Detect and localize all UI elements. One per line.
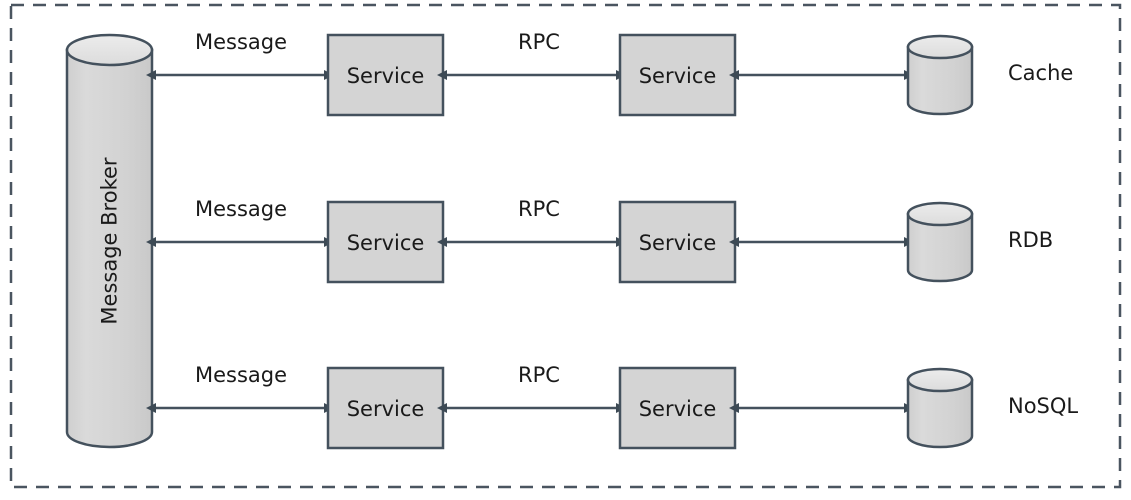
broker-cylinder-top — [65, 33, 154, 67]
edge-label-rpc-3: RPC — [518, 363, 560, 387]
edge-label-rpc-2: RPC — [518, 197, 560, 221]
row-cache: Message Service RPC Service Cache — [146, 30, 1073, 117]
service-b-2-label: Service — [639, 231, 717, 255]
rdb-datastore[interactable] — [906, 201, 974, 283]
broker-cylinder-body — [65, 48, 154, 449]
edge-label-message-2: Message — [195, 197, 287, 221]
system-boundary — [9, 3, 1122, 489]
nosql-cylinder-top — [906, 367, 974, 393]
cache-cylinder-body — [906, 45, 974, 116]
row-rdb: Message Service RPC Service RDB — [146, 197, 1053, 284]
service-a-2-label: Service — [347, 231, 425, 255]
service-b-3-label: Service — [639, 397, 717, 421]
service-b-1-label: Service — [639, 64, 717, 88]
message-broker[interactable]: Message Broker — [65, 33, 154, 449]
edge-label-message-1: Message — [195, 30, 287, 54]
cache-label: Cache — [1008, 61, 1073, 85]
edge-label-message-3: Message — [195, 363, 287, 387]
nosql-datastore[interactable] — [906, 367, 974, 449]
service-box-a-2[interactable] — [326, 200, 445, 284]
cache-cylinder-top — [906, 34, 974, 60]
rdb-label: RDB — [1008, 228, 1053, 252]
row-nosql: Message Service RPC Service NoSQL — [146, 363, 1078, 450]
cache-datastore[interactable] — [906, 34, 974, 116]
rdb-cylinder-body — [906, 212, 974, 283]
nosql-label: NoSQL — [1008, 394, 1078, 418]
service-box-b-2[interactable] — [618, 200, 737, 284]
edge-label-rpc-1: RPC — [518, 30, 560, 54]
service-box-b-3[interactable] — [618, 366, 737, 450]
nosql-cylinder-body — [906, 378, 974, 449]
message-broker-label: Message Broker — [98, 157, 122, 324]
service-box-a-3[interactable] — [326, 366, 445, 450]
rdb-cylinder-top — [906, 201, 974, 227]
service-a-1-label: Service — [347, 64, 425, 88]
service-box-a-1[interactable] — [326, 33, 445, 117]
service-a-3-label: Service — [347, 397, 425, 421]
